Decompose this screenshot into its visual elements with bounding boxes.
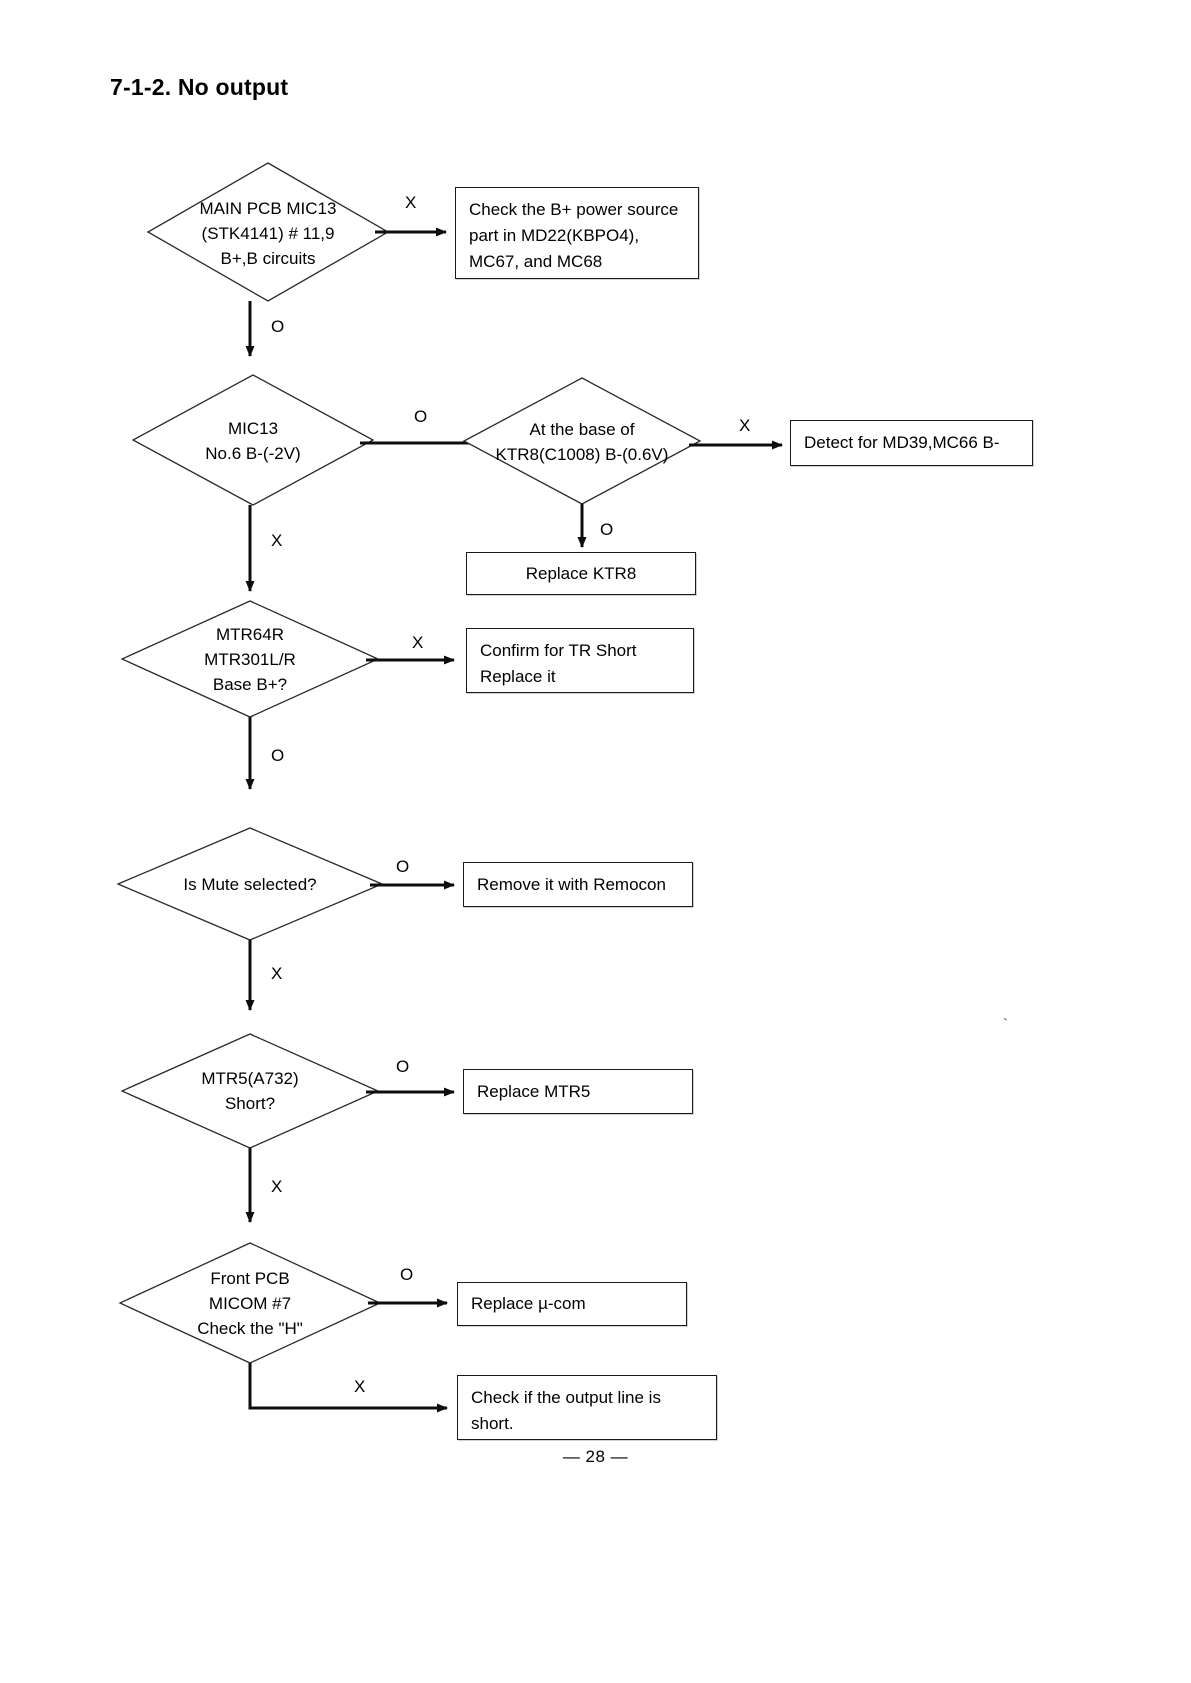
edge-label-d1-down: O (271, 317, 285, 336)
page-number: — 28 — (562, 1447, 629, 1466)
edge-label-d3-right: X (739, 416, 751, 435)
decision-diamond-6 (120, 1033, 380, 1149)
edge-label-d4-down: O (271, 746, 285, 765)
edge-label-d7-right: O (400, 1265, 414, 1284)
action-box-check-output-line-short: Check if the output line is short. (457, 1375, 717, 1440)
decision-diamond-5 (116, 827, 384, 941)
page-title: 7-1-2. No output (110, 74, 289, 100)
decision-2-label: MIC13 No.6 B-(-2V) (205, 419, 301, 463)
decision-3-label: At the base of KTR8(C1008) B-(0.6V) (495, 420, 669, 464)
action-box-confirm-tr-short: Confirm for TR Short Replace it (466, 628, 694, 693)
decision-6-label: MTR5(A732) Short? (201, 1069, 299, 1113)
decision-5-label: Is Mute selected? (183, 875, 317, 894)
edge-label-d2-down: X (271, 531, 283, 550)
decision-diamond-7 (118, 1242, 382, 1364)
action-box-remove-with-remocon: Remove it with Remocon (463, 862, 693, 907)
action-box-detect-md39-mc66: Detect for MD39,MC66 B- (790, 420, 1033, 466)
edge-label-d5-right: O (396, 857, 410, 876)
edge-label-d4-right: X (412, 633, 424, 652)
decision-diamond-3 (462, 377, 702, 505)
decision-diamond-1 (146, 162, 390, 302)
edge-label-d1-right: X (405, 193, 417, 212)
edge-label-d3-down: O (600, 520, 614, 539)
decision-diamond-4 (120, 600, 380, 718)
edge-label-d2-right: O (414, 407, 428, 426)
action-box-check-b-plus-power-source: Check the B+ power source part in MD22(K… (455, 187, 699, 279)
action-box-replace-ktr8: Replace KTR8 (466, 552, 696, 595)
decision-7-label: Front PCB MICOM #7 Check the "H" (197, 1269, 303, 1338)
action-box-replace-micom: Replace µ-com (457, 1282, 687, 1326)
edge-label-d5-down: X (271, 964, 283, 983)
scan-artifact-mark: ` (1003, 1016, 1008, 1033)
decision-diamond-2 (131, 374, 375, 506)
action-box-replace-mtr5: Replace MTR5 (463, 1069, 693, 1114)
decision-4-label: MTR64R MTR301L/R Base B+? (204, 625, 296, 694)
edge-label-d7-down: X (354, 1377, 366, 1396)
edge-label-d6-down: X (271, 1177, 283, 1196)
edge-label-d6-right: O (396, 1057, 410, 1076)
decision-1-label: MAIN PCB MIC13 (STK4141) # 11,9 B+,B cir… (199, 199, 337, 268)
